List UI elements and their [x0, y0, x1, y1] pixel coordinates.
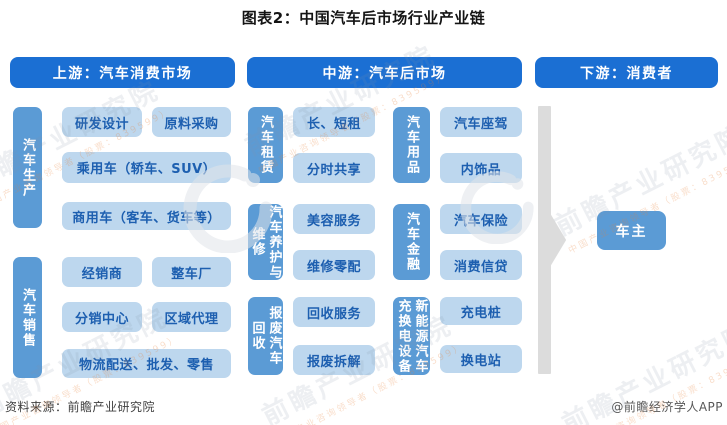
box-beauty-service: 美容服务 [293, 204, 375, 234]
box-car-owner: 车主 [597, 211, 666, 250]
box-long-short-rent: 长、短租 [293, 107, 375, 137]
box-logistics: 物流配送、批发、零售 [62, 349, 231, 378]
group-ev-charging-label: 新能源汽车 充换电设备 [395, 298, 428, 374]
box-car-insurance: 汽车保险 [440, 204, 522, 234]
box-car-seat: 汽车座驾 [440, 107, 522, 137]
flow-arrow-icon [538, 106, 566, 374]
group-car-supplies: 汽车用品 [393, 107, 430, 183]
group-car-maintenance-label: 汽车养护与 维修 [249, 204, 282, 280]
box-battery-swap: 换电站 [440, 345, 522, 373]
group-car-maintenance: 汽车养护与 维修 [248, 204, 283, 280]
footer-credit: @前瞻经济学人APP [611, 400, 723, 414]
header-midstream: 中游：汽车后市场 [247, 57, 522, 88]
group-car-rental-label: 汽车租赁 [258, 115, 273, 175]
box-rd-design: 研发设计 [62, 107, 142, 137]
group-scrap-recycle-label: 报废汽车 回收 [249, 306, 282, 366]
box-commercial-car: 商用车（客车、货车等） [62, 202, 231, 230]
box-interior: 内饰品 [440, 153, 522, 183]
box-regional-agent: 区域代理 [152, 302, 231, 332]
group-ev-charging: 新能源汽车 充换电设备 [393, 297, 430, 375]
page-title: 图表2：中国汽车后市场行业产业链 [241, 9, 486, 27]
box-distribution-center: 分销中心 [62, 302, 142, 332]
group-car-rental: 汽车租赁 [248, 107, 283, 183]
box-time-sharing: 分时共享 [293, 153, 375, 183]
box-repair-parts: 维修零配 [293, 250, 375, 280]
box-consumer-credit: 消费信贷 [440, 250, 522, 280]
footer-source: 资料来源：前瞻产业研究院 [5, 400, 156, 414]
box-passenger-car: 乘用车（轿车、SUV） [62, 152, 231, 183]
box-raw-material: 原料采购 [152, 107, 231, 137]
group-auto-sales-label: 汽车销售 [20, 287, 35, 348]
group-auto-production: 汽车生产 [13, 107, 42, 228]
header-upstream: 上游：汽车消费市场 [10, 57, 235, 88]
box-charging-pile: 充电桩 [440, 297, 522, 325]
box-recycle-service: 回收服务 [293, 297, 375, 327]
group-auto-sales: 汽车销售 [13, 257, 42, 378]
box-scrap-dismantle: 报废拆解 [293, 345, 375, 375]
group-auto-finance-label: 汽车金融 [404, 212, 419, 272]
group-car-supplies-label: 汽车用品 [404, 115, 419, 175]
group-auto-finance: 汽车金融 [393, 204, 430, 280]
box-dealer: 经销商 [62, 257, 142, 287]
header-downstream: 下游：消费者 [535, 57, 718, 88]
box-oem-factory: 整车厂 [152, 257, 231, 287]
group-scrap-recycle: 报废汽车 回收 [248, 297, 283, 375]
group-auto-production-label: 汽车生产 [20, 137, 35, 198]
